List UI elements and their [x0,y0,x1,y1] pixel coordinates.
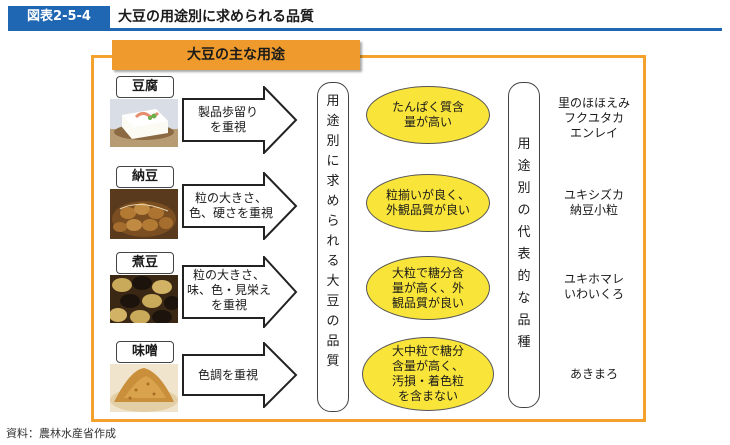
header-char: 代 [517,225,531,240]
requirement-text-miso: 色調を重視 [186,368,270,383]
header-char: 豆 [326,294,340,309]
quality-line: 含量が高く、 [391,359,464,373]
product-tag-tofu: 豆腐 [116,76,174,98]
requirement-line: 粒の大きさ、 [192,268,265,282]
quality-oval-miso: 大中粒で糖分 含量が高く、 汚損・着色粒 を含まない [362,337,494,411]
variety-name: ユキホマレ [563,272,624,286]
header-char: 的 [517,269,531,284]
header-char: に [326,154,340,169]
requirement-line: 色調を重視 [197,368,258,382]
boiled-beans-photo [110,275,178,323]
right-arrow-icon [182,254,298,330]
varieties-nimame: ユキホマレ いわいくろ [548,272,640,302]
requirement-line: 色、硬さを重視 [188,206,273,220]
header-char: 品 [326,334,340,349]
header-char: 途 [517,159,531,174]
right-arrow-icon [182,170,298,242]
natto-photo [110,189,178,239]
varieties-column-header [508,82,540,408]
header-char: 表 [517,247,531,262]
quality-column-header-text: 用途別に求められる大豆の品質 [317,92,349,372]
miso-photo [110,364,178,412]
requirement-line: 製品歩留り [197,105,258,119]
variety-name: フクユタカ [563,111,624,125]
variety-name: エンレイ [569,126,618,140]
header-char: め [326,194,340,209]
quality-line: 汚損・着色粒 [391,374,464,388]
right-arrow-icon [182,84,298,156]
varieties-natto: ユキシズカ 納豆小粒 [548,188,640,218]
header-char: ら [326,214,340,229]
requirement-text-natto: 粒の大きさ、 色、硬さを重視 [186,191,276,221]
header-char: 用 [326,94,340,109]
quality-oval-nimame: 大粒で糖分含 量が高く、外 観品質が良い [366,256,490,320]
header-char: る [326,254,340,269]
quality-line: 外観品質が良い [385,203,470,217]
header-char: 大 [326,274,340,289]
header-char: 品 [517,313,531,328]
quality-oval-natto: 粒揃いが良く、 外観品質が良い [366,174,490,232]
requirement-line: 粒の大きさ、 [194,191,267,205]
varieties-miso: あきまろ [548,367,640,382]
header-char: 別 [326,134,340,149]
quality-line: 観品質が良い [391,295,464,310]
title-rule [8,28,722,31]
quality-column-header [317,82,349,412]
variety-name: あきまろ [569,367,618,381]
header-char: の [517,203,531,218]
tofu-photo [110,99,178,147]
source-note: 資料：農林水産省作成 [6,427,116,440]
quality-line: 大中粒で糖分 [391,344,464,358]
product-tag-miso: 味噌 [116,341,174,363]
right-arrow-icon [182,340,298,410]
product-tag-natto: 納豆 [116,166,174,188]
quality-line: 大粒で糖分含 [391,265,464,280]
header-char: 質 [326,354,340,369]
panel-title: 大豆の主な用途 [112,40,360,70]
variety-name: 納豆小粒 [569,203,618,217]
header-char: 求 [326,174,340,189]
quality-line: 量が高く、外 [391,280,464,295]
varieties-column-header-text: 用途別の代表的な品種 [508,134,540,354]
requirement-text-nimame: 粒の大きさ、 味、色・見栄え を重視 [186,268,272,313]
requirement-line: を重視 [210,298,247,312]
header-char: の [326,314,340,329]
variety-name: ユキシズカ [563,188,624,202]
requirement-line: 味、色・見栄え [186,283,271,297]
figure-label: 図表2-5-4 [8,6,110,28]
header-char: れ [326,234,340,249]
header-char: 用 [517,137,531,152]
quality-line: たんぱく質含 [391,100,464,114]
header-char: 途 [326,114,340,129]
quality-line: 量が高い [403,115,452,129]
product-tag-nimame: 煮豆 [116,252,174,274]
quality-line: を含まない [397,389,458,403]
figure-title: 大豆の用途別に求められる品質 [118,9,314,25]
variety-name: 里のほほえみ [557,96,630,110]
header-char: な [517,291,531,306]
varieties-tofu: 里のほほえみ フクユタカ エンレイ [548,96,640,141]
requirement-line: を重視 [209,120,246,134]
variety-name: いわいくろ [563,287,624,301]
quality-line: 粒揃いが良く、 [385,188,470,202]
quality-oval-tofu: たんぱく質含 量が高い [366,86,490,144]
requirement-text-tofu: 製品歩留り を重視 [186,105,270,135]
header-char: 別 [517,181,531,196]
header-char: 種 [517,335,531,350]
